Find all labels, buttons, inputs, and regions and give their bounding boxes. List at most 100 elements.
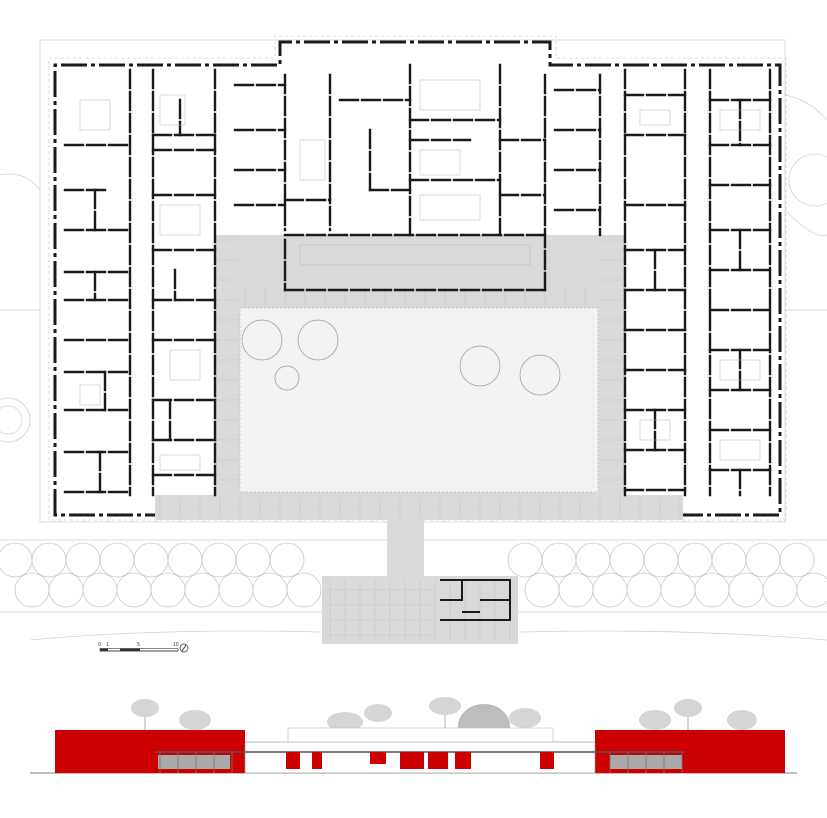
street-tree bbox=[507, 542, 543, 578]
street-tree bbox=[694, 572, 730, 608]
furniture-item bbox=[639, 419, 671, 441]
street-tree bbox=[626, 572, 662, 608]
furniture-item bbox=[719, 109, 761, 131]
street-tree bbox=[14, 572, 50, 608]
furniture-item bbox=[79, 384, 101, 406]
street-tree bbox=[660, 572, 696, 608]
street-tree bbox=[286, 572, 322, 608]
red-window-openings bbox=[286, 752, 554, 769]
site-roundabout bbox=[0, 405, 23, 435]
street-tree bbox=[541, 542, 577, 578]
red-window bbox=[455, 752, 471, 769]
street-tree bbox=[31, 542, 67, 578]
courtyard-tree bbox=[274, 365, 300, 391]
street-tree bbox=[592, 572, 628, 608]
canopy-columns bbox=[159, 752, 683, 773]
courtyard-tree bbox=[519, 354, 561, 396]
street-tree bbox=[65, 542, 101, 578]
red-window bbox=[400, 752, 424, 769]
street-tree bbox=[218, 572, 254, 608]
scale-bar: 0 1 5 10 bbox=[98, 642, 179, 652]
site-curve bbox=[29, 630, 321, 641]
street-trees bbox=[0, 542, 827, 608]
street-tree bbox=[762, 572, 798, 608]
elevation-tree bbox=[727, 710, 757, 730]
street-tree bbox=[150, 572, 186, 608]
street-tree bbox=[82, 572, 118, 608]
site-roundabout bbox=[788, 153, 827, 207]
street-tree bbox=[524, 572, 560, 608]
entry-pavilion-room bbox=[440, 579, 511, 621]
interior-walls bbox=[63, 63, 772, 497]
site-curve bbox=[784, 209, 827, 237]
site-curve bbox=[784, 94, 827, 121]
elevation-tree bbox=[639, 710, 671, 730]
furniture-item bbox=[419, 194, 481, 221]
site-curve bbox=[0, 173, 41, 191]
street-tree bbox=[558, 572, 594, 608]
entry-walkway bbox=[387, 520, 424, 578]
street-tree bbox=[252, 572, 288, 608]
street-tree bbox=[201, 542, 237, 578]
scale-tick-label: 1 bbox=[106, 642, 109, 648]
furniture-item bbox=[79, 99, 111, 131]
courtyard-trees bbox=[241, 319, 561, 396]
scale-bar-segment bbox=[120, 648, 140, 651]
street-tree bbox=[711, 542, 747, 578]
furniture-item bbox=[719, 359, 761, 381]
furniture-item bbox=[299, 244, 531, 266]
site-roundabout bbox=[0, 397, 31, 443]
furniture-item bbox=[299, 139, 326, 181]
courtyard-tree bbox=[241, 319, 283, 361]
street-tree bbox=[728, 572, 764, 608]
scale-tick-label: 0 bbox=[98, 642, 101, 648]
furniture-item bbox=[719, 439, 761, 461]
courtyard-lawn bbox=[239, 307, 599, 493]
furniture bbox=[79, 79, 761, 471]
courtyard-area bbox=[155, 235, 683, 644]
elevation-tree bbox=[179, 710, 211, 730]
street-tree bbox=[167, 542, 203, 578]
street-tree bbox=[796, 572, 827, 608]
furniture-item bbox=[639, 109, 671, 126]
street-tree bbox=[269, 542, 305, 578]
front-elevation bbox=[30, 697, 797, 774]
elevation-tree bbox=[327, 712, 363, 732]
furniture-item bbox=[159, 204, 201, 236]
courtyard-tree bbox=[459, 345, 501, 387]
furniture-item bbox=[159, 94, 186, 126]
glazing-left bbox=[158, 755, 230, 769]
red-window bbox=[312, 752, 322, 769]
street-tree bbox=[575, 542, 611, 578]
street-tree bbox=[779, 542, 815, 578]
street-tree bbox=[745, 542, 781, 578]
red-window bbox=[370, 752, 386, 764]
red-window bbox=[428, 752, 448, 769]
furniture-item bbox=[419, 149, 461, 176]
red-window bbox=[286, 752, 300, 769]
canopy-grid bbox=[159, 239, 681, 640]
street-tree bbox=[609, 542, 645, 578]
elevation-tree-trunk bbox=[444, 706, 446, 730]
front-walkway bbox=[155, 495, 683, 520]
elevation-tree bbox=[364, 704, 392, 722]
red-window bbox=[540, 752, 554, 769]
furniture-item bbox=[419, 79, 481, 111]
scale-tick-label: 5 bbox=[137, 642, 140, 648]
street-tree bbox=[133, 542, 169, 578]
elevation-tree-trunk bbox=[144, 708, 146, 730]
street-tree bbox=[184, 572, 220, 608]
street-tree bbox=[677, 542, 713, 578]
street-tree bbox=[643, 542, 679, 578]
street-tree bbox=[235, 542, 271, 578]
furniture-item bbox=[169, 349, 201, 381]
scale-tick-label: 10 bbox=[173, 642, 179, 648]
eave-line bbox=[48, 35, 787, 521]
upper-volume bbox=[287, 727, 554, 743]
courtyard-tree bbox=[297, 319, 339, 361]
scale-bar-segment bbox=[100, 648, 108, 651]
street-tree bbox=[99, 542, 135, 578]
street-tree bbox=[116, 572, 152, 608]
elevation-tree-trunk bbox=[687, 708, 689, 730]
